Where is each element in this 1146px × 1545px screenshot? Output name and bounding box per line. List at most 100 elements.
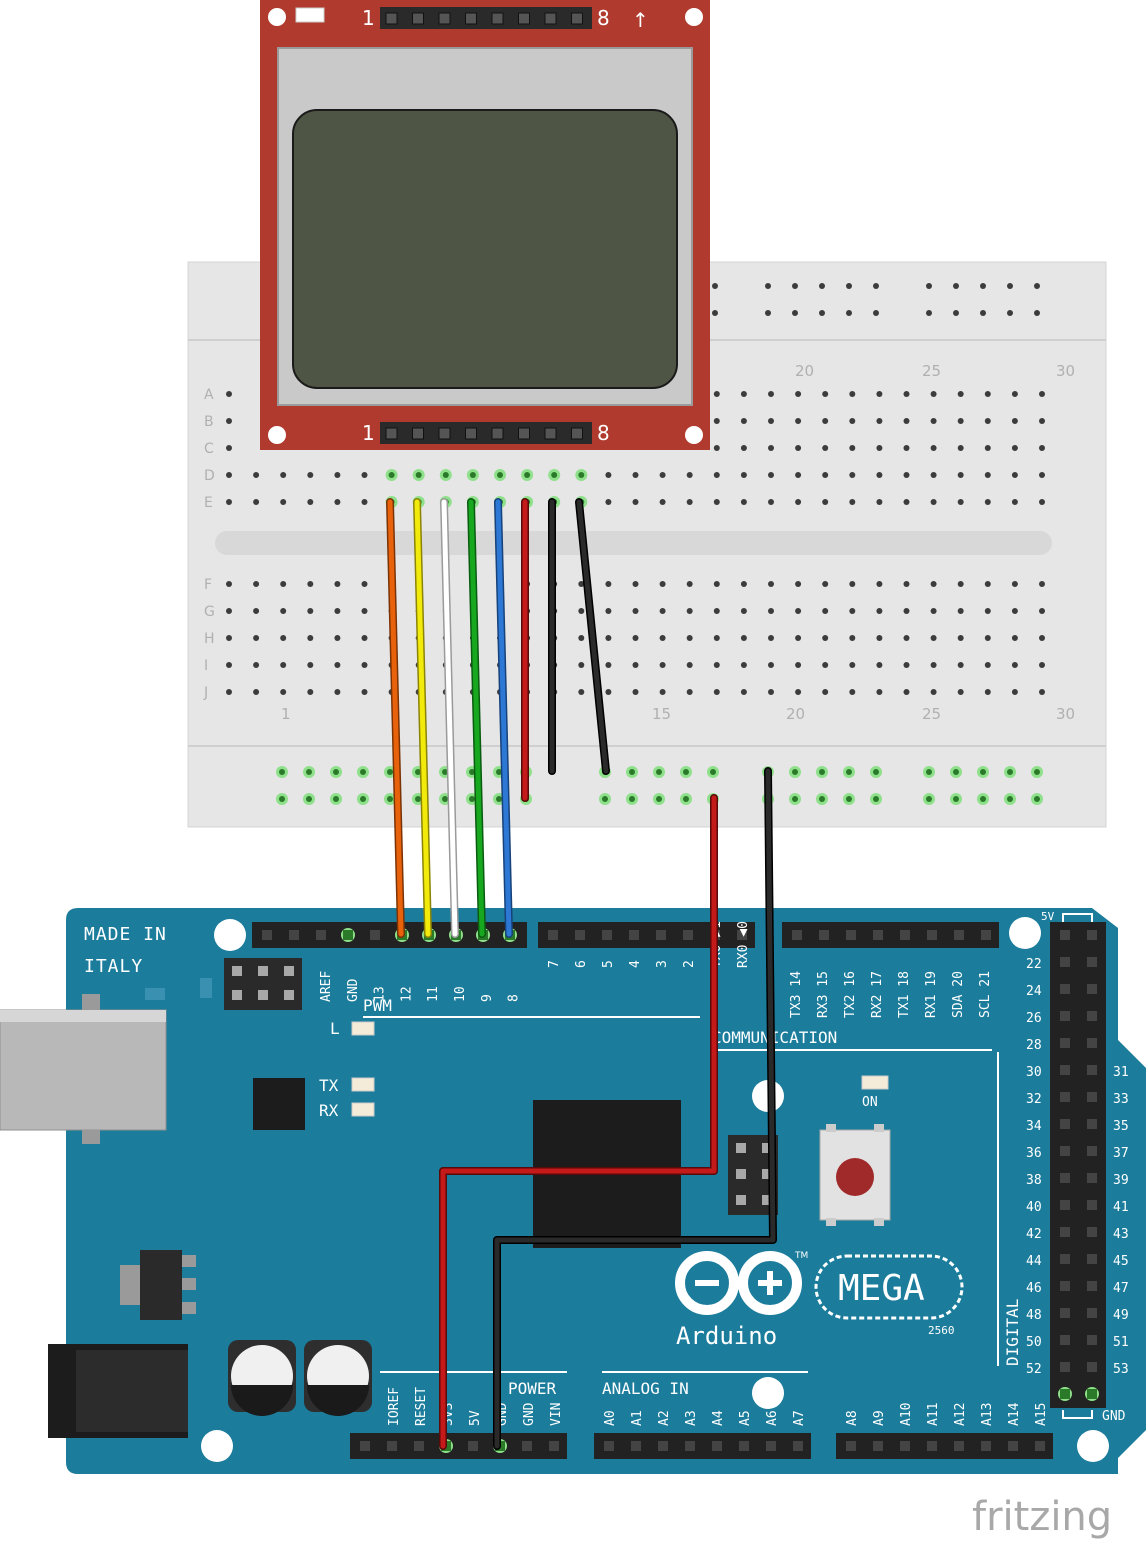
pin-label: 6 <box>574 960 589 968</box>
breadboard-hole <box>659 689 666 695</box>
header-pin <box>1087 1281 1097 1291</box>
breadboard-hole <box>849 418 856 424</box>
breadboard-hole <box>469 472 476 478</box>
header-pin <box>1060 984 1070 994</box>
breadboard-hole <box>795 689 802 695</box>
breadboard-hole <box>713 391 720 397</box>
breadboard-hole <box>822 662 829 668</box>
col-label-15-bottom: 15 <box>652 705 671 723</box>
breadboard-hole <box>253 581 260 587</box>
header-pin <box>1060 1362 1070 1372</box>
header-pin <box>1060 1038 1070 1048</box>
breadboard-hole <box>280 608 287 614</box>
breadboard-hole <box>1011 472 1018 478</box>
lcd-header-pin <box>465 427 477 440</box>
breadboard-hole <box>361 581 368 587</box>
pin-label: AREF <box>319 971 334 1002</box>
breadboard-hole <box>957 499 964 505</box>
digital-pin-label: 53 <box>1113 1362 1129 1377</box>
rail-hole <box>387 769 393 775</box>
breadboard-hole <box>361 635 368 641</box>
breadboard-hole <box>930 418 937 424</box>
breadboard-hole <box>984 472 991 478</box>
header-pin <box>262 930 272 940</box>
board-mount-hole <box>1009 917 1041 949</box>
board-mount-hole <box>201 1430 233 1462</box>
breadboard-hole <box>632 499 639 505</box>
breadboard-hole <box>795 608 802 614</box>
rail-hole <box>846 769 852 775</box>
breadboard-hole <box>632 689 639 695</box>
header-pin <box>1087 930 1097 940</box>
rail-hole <box>415 796 421 802</box>
breadboard-hole <box>659 581 666 587</box>
rail-hole <box>1034 283 1040 289</box>
header-pin <box>370 930 380 940</box>
usb-interface-chip <box>253 1078 305 1130</box>
header-pin <box>1060 1092 1070 1102</box>
header-pin <box>631 1441 641 1451</box>
arduino-infinity-logo <box>675 1251 802 1315</box>
breadboard-hole <box>632 472 639 478</box>
center-channel <box>215 531 1052 555</box>
breadboard-hole <box>1011 662 1018 668</box>
led-rx-label: RX <box>319 1101 339 1120</box>
pin-label: RX3 15 <box>816 971 831 1018</box>
header-pin <box>1060 1146 1070 1156</box>
breadboard-hole <box>957 472 964 478</box>
rail-hole <box>279 769 285 775</box>
rail-hole <box>1007 796 1013 802</box>
lcd-mount-hole <box>685 426 703 444</box>
breadboard-hole <box>768 472 774 478</box>
pin-label: A14 <box>1007 1402 1022 1426</box>
pin-label: TX3 14 <box>789 971 804 1018</box>
rail-hole <box>980 310 986 316</box>
header-pin <box>1035 1441 1045 1451</box>
digital-pin-label: 43 <box>1113 1227 1129 1242</box>
breadboard-hole <box>253 635 260 641</box>
power-header <box>350 1433 567 1459</box>
rail-hole <box>953 796 959 802</box>
rail-hole <box>1034 310 1040 316</box>
row-label: D <box>204 468 215 484</box>
pin-label: A7 <box>792 1410 807 1426</box>
pin-label: TX2 16 <box>843 971 858 1018</box>
rail-hole <box>442 769 448 775</box>
rail-hole <box>279 796 285 802</box>
breadboard-hole <box>930 635 937 641</box>
model-number-label: 2560 <box>928 1324 955 1337</box>
pin-label: 7 <box>547 960 562 968</box>
pin-label: A0 <box>603 1410 618 1426</box>
header-pin <box>1060 1227 1070 1237</box>
breadboard-hole <box>903 662 910 668</box>
breadboard-hole <box>768 445 774 451</box>
breadboard-hole <box>957 391 964 397</box>
digital-pin-label: 34 <box>1026 1119 1042 1134</box>
breadboard-hole <box>1039 472 1045 478</box>
reset-button[interactable] <box>819 1124 891 1226</box>
board-mount-hole <box>1077 1430 1109 1462</box>
header-pin <box>1087 1011 1097 1021</box>
wire-white <box>441 499 458 937</box>
breadboard-hole <box>686 662 693 668</box>
breadboard-hole <box>984 445 991 451</box>
rail-hole <box>819 283 825 289</box>
header-pin <box>1008 1441 1018 1451</box>
breadboard-hole <box>849 391 856 397</box>
led-l-label: L <box>330 1019 340 1038</box>
pin-label: 5V <box>468 1410 483 1426</box>
breadboard-hole <box>876 608 883 614</box>
breadboard-hole <box>957 662 964 668</box>
breadboard-hole <box>984 391 991 397</box>
icsp-pin <box>232 966 242 976</box>
breadboard-hole <box>1011 499 1018 505</box>
rail-hole <box>496 769 502 775</box>
header-pin <box>873 1441 883 1451</box>
header-pin <box>522 1441 532 1451</box>
header-pin <box>1087 1254 1097 1264</box>
lcd-header-pin <box>491 427 504 440</box>
pin-label: 4 <box>628 960 643 968</box>
breadboard-hole <box>876 499 883 505</box>
rail-hole <box>1034 769 1040 775</box>
col-label-30-bottom: 30 <box>1056 705 1075 723</box>
